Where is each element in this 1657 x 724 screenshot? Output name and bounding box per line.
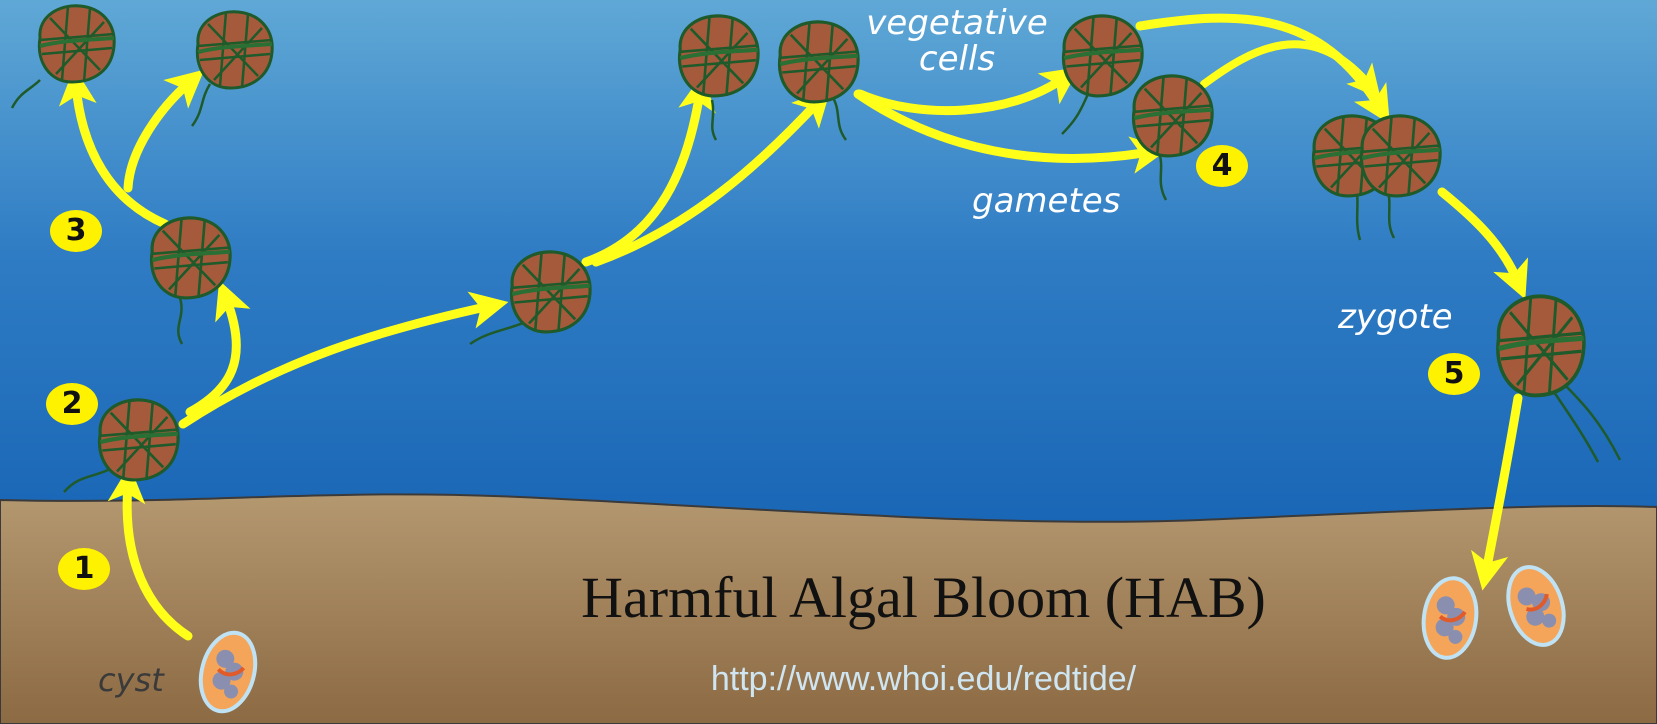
cell-vegetative-2: [779, 22, 858, 102]
cell-step2: [99, 400, 178, 480]
step-badge-4: 4: [1196, 145, 1248, 187]
step-badge-2: 2: [46, 383, 98, 425]
step-badge-3: 3: [50, 210, 102, 252]
cell-vegetative-1: [679, 16, 758, 96]
cell-step3: [151, 218, 230, 298]
label-vegetative-cells: vegetative cells: [852, 6, 1062, 77]
cell-mid: [511, 252, 590, 332]
cell-fusing-2: [1361, 116, 1440, 196]
cell-gamete-2: [1133, 76, 1212, 156]
label-gametes: gametes: [972, 184, 1120, 218]
diagram-title: Harmful Algal Bloom (HAB): [0, 564, 1657, 631]
label-zygote: zygote: [1338, 300, 1453, 334]
cell-gamete-1: [1063, 16, 1142, 96]
source-url[interactable]: http://www.whoi.edu/redtide/: [0, 660, 1657, 699]
cell-zygote: [1498, 296, 1584, 395]
cell-top-left: [39, 6, 114, 82]
step-badge-5: 5: [1428, 353, 1480, 395]
cell-top: [197, 12, 272, 88]
